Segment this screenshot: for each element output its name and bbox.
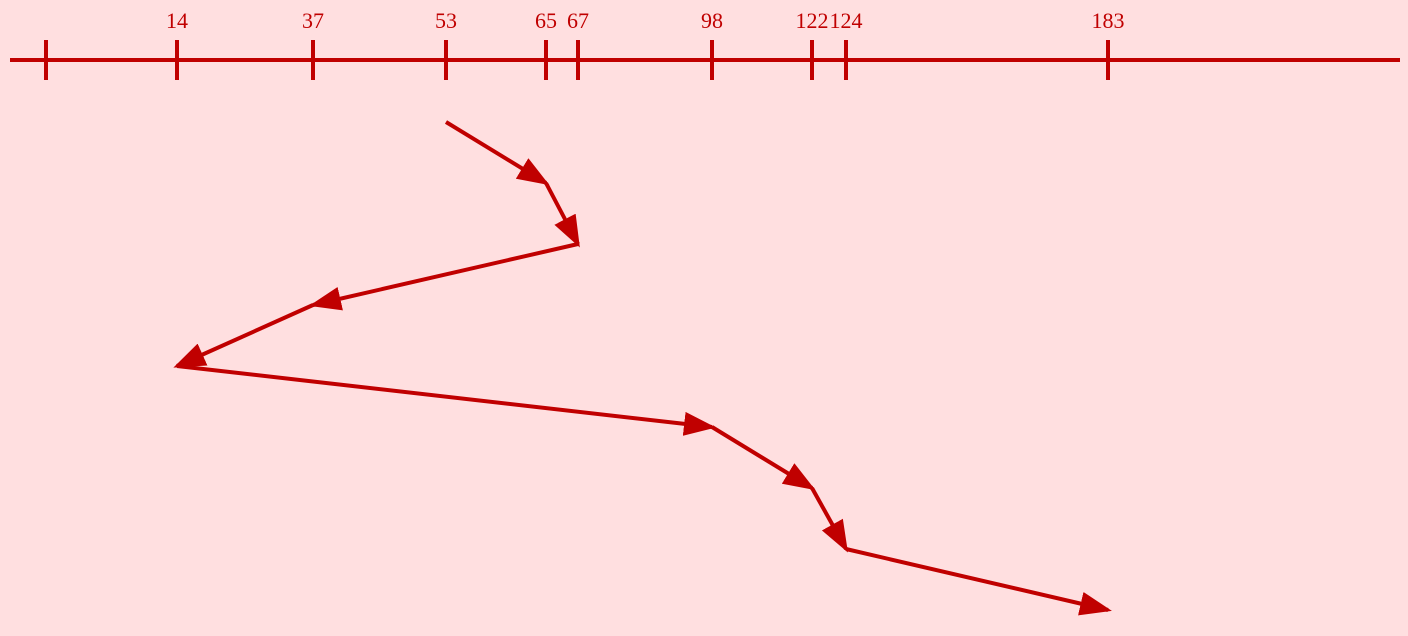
- axis-tick-label: 98: [701, 8, 723, 33]
- seek-arrow-14-to-98: [176, 364, 716, 436]
- axis-tick-label: 124: [830, 8, 863, 33]
- seek-arrow-67-to-37: [309, 242, 579, 311]
- seek-path: [173, 120, 1112, 616]
- axis-tick-label: 122: [796, 8, 829, 33]
- axis-tick-label: 14: [166, 8, 188, 33]
- seek-arrow-37-to-14: [173, 303, 314, 368]
- axis-tick-label: 53: [435, 8, 457, 33]
- seek-arrow-53-to-65: [444, 120, 550, 186]
- axis-tick-label: 67: [567, 8, 589, 33]
- seek-arrow-98-to-122: [710, 425, 816, 491]
- seek-arrow-124-to-183: [845, 547, 1112, 616]
- axis-tick-label: 65: [535, 8, 557, 33]
- axis-tick-label: 183: [1092, 8, 1125, 33]
- seek-arrow-65-to-67: [544, 182, 580, 248]
- axis-tick-label: 37: [302, 8, 324, 33]
- seek-arrow-122-to-124: [810, 487, 848, 553]
